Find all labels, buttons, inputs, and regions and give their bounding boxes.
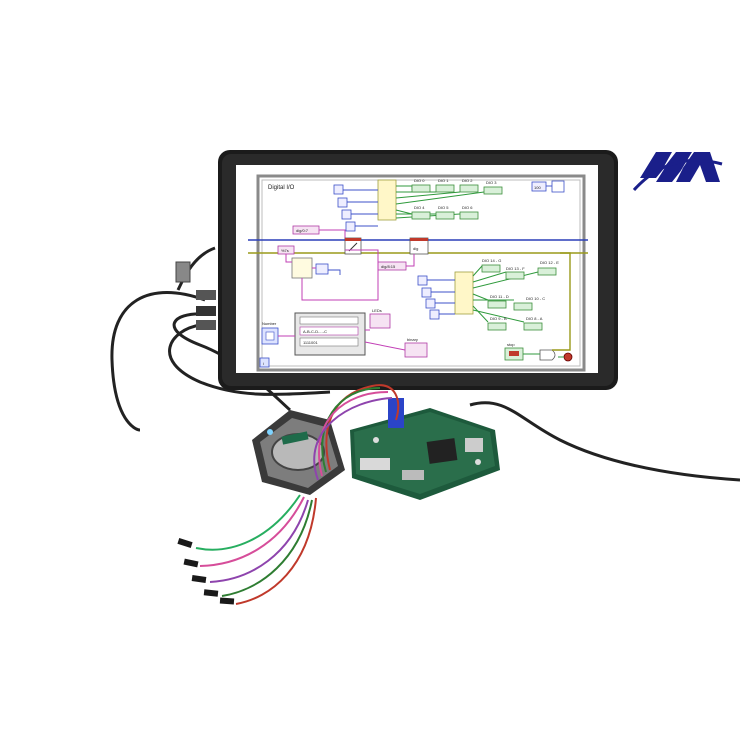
build-array-node-lower bbox=[454, 271, 474, 315]
dio-10-indicator bbox=[513, 302, 533, 311]
dio-9-indicator bbox=[487, 322, 507, 331]
dio-12-indicator bbox=[537, 267, 557, 276]
dio-3-indicator bbox=[483, 186, 503, 195]
usb-cables bbox=[110, 246, 740, 482]
loop-iteration-terminal bbox=[259, 357, 270, 368]
or-node bbox=[539, 349, 556, 361]
dio-14-indicator bbox=[481, 264, 501, 273]
dio-2-label: DIO 2 bbox=[462, 178, 473, 183]
loop-index-text: i bbox=[263, 361, 264, 366]
channel-top-text: dig/0:7 bbox=[296, 228, 309, 233]
dio-11-indicator bbox=[487, 300, 507, 309]
dio-top-indicators: DIO 0 DIO 1 DIO 2 DIO 3 DIO 4 DIO 5 DIO … bbox=[411, 178, 503, 220]
dio-13-label: DIO 13 - F bbox=[506, 266, 525, 271]
blue-pmod-connector bbox=[388, 398, 404, 428]
dio-13-indicator bbox=[505, 271, 525, 280]
wait-constant bbox=[531, 181, 547, 192]
format-into-string-node bbox=[291, 257, 313, 279]
bottom-selectors bbox=[417, 275, 440, 320]
dio-5-indicator bbox=[435, 211, 455, 220]
dio-5-label: DIO 5 bbox=[438, 205, 449, 210]
loop-condition-terminal bbox=[563, 352, 573, 362]
build-array-node bbox=[377, 179, 397, 221]
frame-title: Digital I/O bbox=[268, 185, 295, 191]
labview-block-diagram: Digital I/O DIO 0 DIO 1 DIO 2 DIO 3 DIO … bbox=[248, 174, 588, 372]
dio-1-indicator bbox=[435, 184, 455, 193]
binary-indicator bbox=[404, 342, 428, 358]
dio-14-label: DIO 14 - G bbox=[482, 258, 501, 263]
format-string-text: %7s bbox=[281, 248, 289, 253]
leds-indicator bbox=[369, 313, 391, 329]
dio-8-indicator bbox=[523, 322, 543, 331]
dio-6-label: DIO 6 bbox=[462, 205, 473, 210]
svg-text:dig: dig bbox=[413, 246, 418, 251]
wait-ms-icon bbox=[551, 180, 565, 193]
index-array-node bbox=[315, 263, 329, 275]
top-selectors bbox=[333, 184, 356, 232]
dio-4-indicator bbox=[411, 211, 431, 220]
dio-2-indicator bbox=[459, 184, 479, 193]
dio-0-label: DIO 0 bbox=[414, 178, 425, 183]
channel-bottom-text: dig/8:15 bbox=[381, 264, 396, 269]
dio-11-label: DIO 11 - D bbox=[490, 294, 509, 299]
dio-10-label: DIO 10 - C bbox=[526, 296, 545, 301]
dio-4-label: DIO 4 bbox=[414, 205, 425, 210]
dio-9-label: DIO 9 - B bbox=[490, 316, 507, 321]
binary-label: binary bbox=[407, 337, 418, 342]
dio-bottom-indicators: DIO 14 - G DIO 13 - F DIO 12 - E DIO 11 … bbox=[481, 258, 559, 331]
dev-board bbox=[350, 398, 500, 500]
dio-3-label: DIO 3 bbox=[486, 180, 497, 185]
number-label: Number bbox=[262, 321, 277, 326]
dio-8-label: DIO 8 - A bbox=[526, 316, 543, 321]
dio-1-label: DIO 1 bbox=[438, 178, 449, 183]
binary-value-text: 1111001 bbox=[303, 340, 318, 345]
stop-label: stop bbox=[507, 342, 515, 347]
leds-label: LEDs bbox=[372, 308, 382, 313]
brand-logo bbox=[632, 152, 723, 192]
while-loop-frame bbox=[256, 174, 586, 372]
jumper-wires bbox=[177, 384, 400, 605]
dio-12-label: DIO 12 - E bbox=[540, 260, 559, 265]
array-text: A-B-C-D-...-C bbox=[303, 329, 327, 334]
wait-constant-value: 100 bbox=[534, 185, 541, 190]
dio-0-indicator bbox=[411, 184, 431, 193]
dio-6-indicator bbox=[459, 211, 479, 220]
